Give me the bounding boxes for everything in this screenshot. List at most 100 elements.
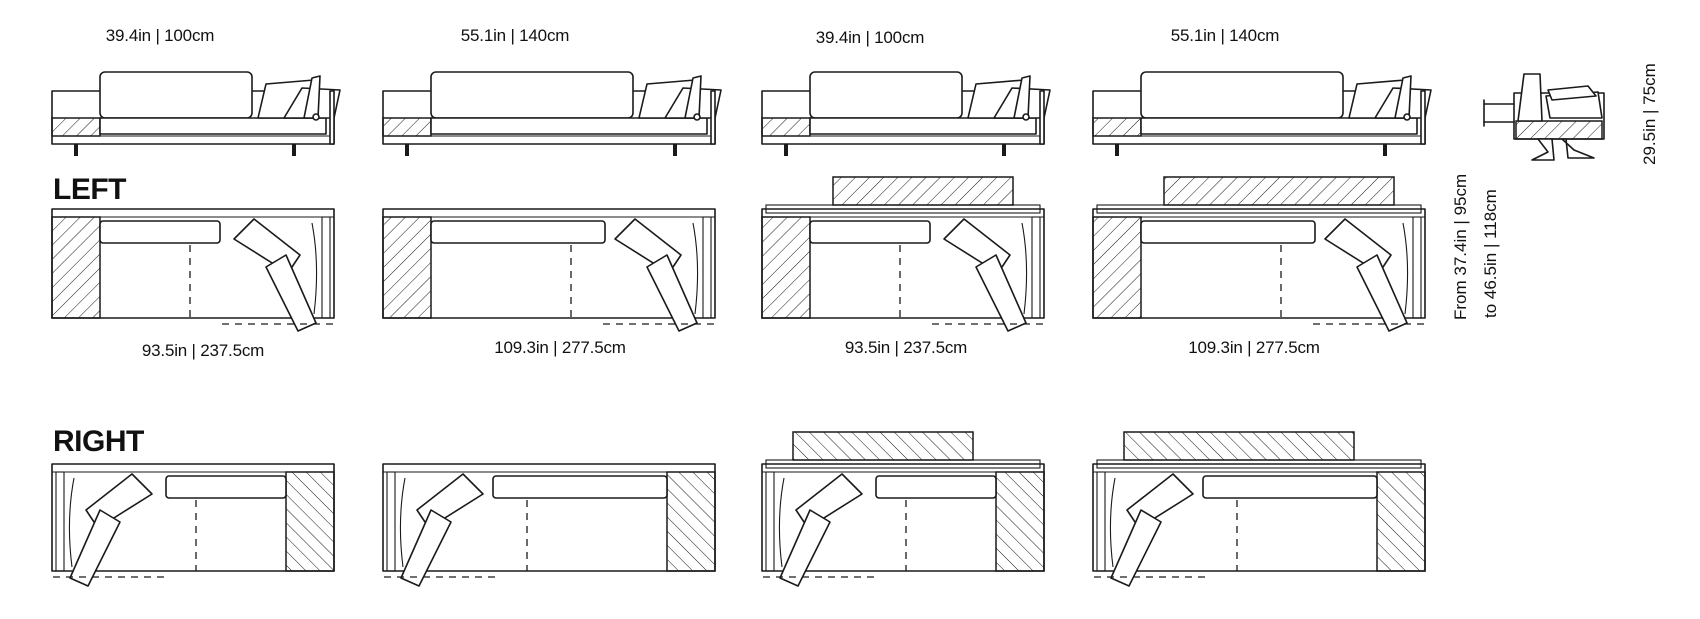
plan-console-table — [1163, 176, 1395, 206]
elevation-leg-left — [74, 144, 78, 156]
plan-table-section — [285, 471, 335, 572]
plan-pillow-2 — [1110, 509, 1162, 587]
plan-body — [382, 463, 716, 587]
plan-body — [1092, 176, 1426, 332]
plan-back-cushion — [809, 220, 931, 244]
elevation-leg-right — [1002, 144, 1006, 156]
plan-pillow-2 — [265, 254, 317, 332]
elevation-back-cushion — [809, 71, 963, 119]
side-back-cushion — [1517, 73, 1543, 122]
plan-console-table — [792, 431, 974, 461]
plan-left-sofa-4 — [1092, 176, 1426, 332]
plan-view-left-row — [51, 176, 1426, 332]
elevation-table-section — [51, 117, 101, 137]
plan-side-cushion — [68, 477, 75, 568]
plan-console-rail — [1096, 204, 1422, 214]
elevation-seat-cushion — [430, 117, 708, 135]
plan-back-cushion — [99, 220, 221, 244]
top-width-label-2: 55.1in | 140cm — [460, 26, 570, 45]
elevation-seat-cushion — [1140, 117, 1418, 135]
plan-view-right-row — [51, 431, 1426, 587]
plan-pillow-2 — [646, 254, 698, 332]
elevation-sofa-3 — [761, 71, 1051, 156]
side-leg-front — [1531, 138, 1555, 161]
bottom-width-label-4: 109.3in | 277.5cm — [1188, 338, 1320, 357]
plan-armrest-inner — [321, 216, 331, 319]
bottom-width-label-2: 109.3in | 277.5cm — [494, 338, 626, 357]
plan-body — [51, 208, 335, 332]
elevation-back-cushion — [1140, 71, 1344, 119]
plan-table-section — [1092, 216, 1142, 319]
plan-back-cushion — [165, 475, 287, 499]
plan-pillow-2 — [779, 509, 831, 587]
front-elevation-row — [51, 71, 1432, 156]
heading-right: RIGHT — [53, 425, 144, 458]
plan-side-cushion — [1109, 477, 1116, 568]
plan-table-section — [666, 471, 716, 572]
elevation-leg-right — [292, 144, 296, 156]
elevation-bolt — [312, 113, 320, 121]
plan-side-cushion — [1021, 222, 1028, 315]
plan-right-sofa-3 — [761, 431, 1045, 587]
plan-right-sofa-2 — [382, 463, 716, 587]
plan-table-section — [382, 216, 432, 319]
elevation-armrest — [1420, 90, 1426, 145]
side-leg-back — [1561, 138, 1595, 159]
elevation-seat-cushion — [809, 117, 1037, 135]
plan-armrest-inner — [55, 471, 65, 572]
plan-back-cushion — [1140, 220, 1316, 244]
elevation-sofa-2 — [382, 71, 722, 156]
plan-console-table — [1123, 431, 1355, 461]
plan-back-cushion — [875, 475, 997, 499]
elevation-sofa-4 — [1092, 71, 1432, 156]
elevation-bolt — [693, 113, 701, 121]
plan-table-section — [1376, 471, 1426, 572]
plan-back-cushion — [492, 475, 668, 499]
plan-back-cushion — [430, 220, 606, 244]
plan-pillow-2 — [975, 254, 1027, 332]
side-seat-section — [1515, 120, 1603, 140]
plan-right-sofa-4 — [1092, 431, 1426, 587]
plan-side-cushion — [778, 477, 785, 568]
plan-armrest-inner — [1031, 216, 1041, 319]
plan-table-section — [761, 216, 811, 319]
height-label: 29.5in | 75cm — [1640, 63, 1659, 165]
top-width-label-4: 55.1in | 140cm — [1170, 26, 1280, 45]
plan-armrest-inner — [386, 471, 396, 572]
plan-console-rail — [1096, 459, 1422, 469]
plan-left-sofa-3 — [761, 176, 1045, 332]
elevation-table-section — [1092, 117, 1142, 137]
plan-console-rail — [765, 204, 1041, 214]
elevation-bolt — [1403, 113, 1411, 121]
plan-side-cushion — [399, 477, 406, 568]
elevation-back-cushion — [99, 71, 253, 119]
elevation-armrest — [329, 90, 335, 145]
plan-side-cushion — [1402, 222, 1409, 315]
plan-body — [761, 431, 1045, 587]
plan-armrest-inner — [1412, 216, 1422, 319]
elevation-leg-right — [673, 144, 677, 156]
plan-body — [1092, 431, 1426, 587]
depth-range-label-line2: to 46.5in | 118cm — [1481, 189, 1500, 318]
elevation-armrest — [1039, 90, 1045, 145]
plan-armrest-inner — [1096, 471, 1106, 572]
plan-body — [51, 463, 335, 587]
plan-body — [382, 208, 716, 332]
side-pillow-top — [1547, 85, 1597, 101]
plan-left-sofa-1 — [51, 208, 335, 332]
heading-left: LEFT — [53, 173, 127, 206]
side-elevation-view — [1483, 73, 1605, 161]
plan-console-table — [832, 176, 1014, 206]
elevation-leg-left — [405, 144, 409, 156]
plan-armrest-inner — [702, 216, 712, 319]
elevation-sofa-1 — [51, 71, 341, 156]
plan-side-cushion — [692, 222, 699, 315]
bottom-width-label-3: 93.5in | 237.5cm — [844, 338, 968, 357]
bottom-width-label-1: 93.5in | 237.5cm — [141, 341, 265, 360]
elevation-bolt — [1022, 113, 1030, 121]
elevation-table-section — [761, 117, 811, 137]
elevation-leg-right — [1383, 144, 1387, 156]
depth-range-label-line1: From 37.4in | 95cm — [1451, 173, 1470, 320]
elevation-leg-left — [1115, 144, 1119, 156]
